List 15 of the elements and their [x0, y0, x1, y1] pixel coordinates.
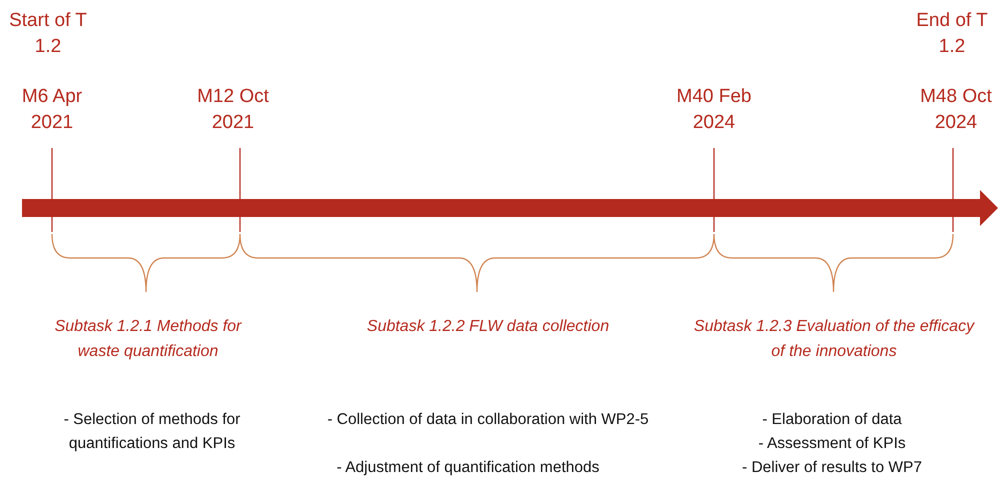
milestone-label: End of T 1.2	[915, 9, 989, 59]
milestone-label: M12 Oct 2021	[196, 85, 270, 135]
milestone-label: Start of T 1.2	[8, 9, 88, 59]
milestone-label: M6 Apr 2021	[20, 85, 84, 135]
subtask-title: Subtask 1.2.3 Evaluation of the efficacy of the innovations	[692, 317, 976, 362]
task-bullet: - Adjustment of quantification methods	[336, 458, 600, 477]
milestone-label: M40 Feb 2024	[676, 85, 752, 135]
task-bullet: - Collection of data in collaboration with WP2-5	[326, 410, 650, 430]
task-bullet: - Selection of methods for quantifications and KPIs	[62, 410, 242, 454]
subtask-title: Subtask 1.2.2 FLW data collection	[366, 317, 610, 337]
milestone-label: M48 Oct 2024	[919, 85, 993, 135]
task-bullet: - Elaboration of data	[761, 410, 903, 430]
task-bullet: - Assessment of KPIs	[757, 434, 907, 454]
task-bullet: - Deliver of results to WP7	[740, 458, 924, 477]
subtask-title: Subtask 1.2.1 Methods for waste quantification	[54, 317, 243, 362]
